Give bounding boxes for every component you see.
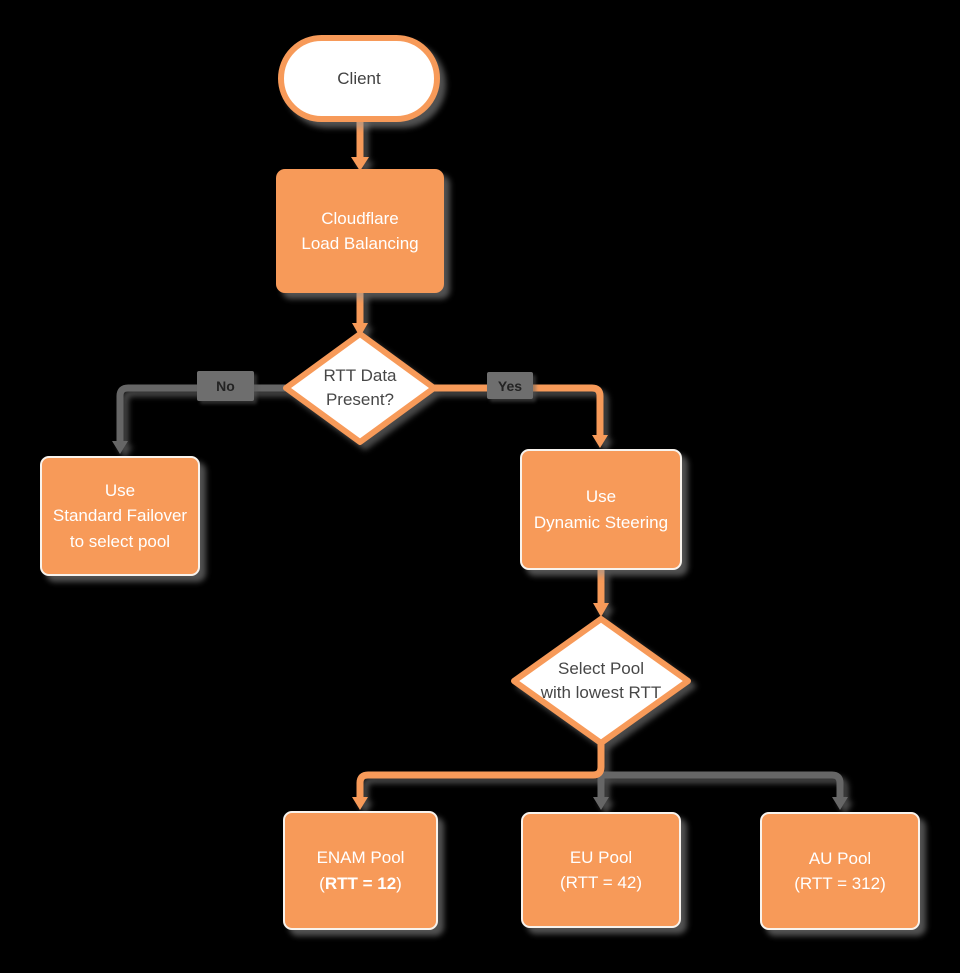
enam-rtt-open-paren: ( — [319, 873, 325, 893]
standard-failover-line1: Use — [104, 480, 136, 500]
edge-label-yes-text: Yes — [497, 377, 523, 394]
dynamic-steering-line2: Dynamic Steering — [533, 512, 669, 532]
connector-select-to-enam — [356, 742, 605, 798]
edge-label-no-text: No — [216, 378, 235, 394]
node-dynamic-steering: Use Dynamic Steering — [520, 449, 682, 570]
connector-yes-branch — [430, 384, 604, 436]
node-client: Client — [278, 35, 440, 122]
enam-rtt-close-paren: ) — [396, 873, 402, 893]
au-pool-line1: AU Pool — [808, 848, 872, 868]
edge-label-no: No — [197, 371, 254, 401]
load-balancing-line1: Cloudflare — [321, 208, 399, 228]
enam-pool-line1: ENAM Pool — [316, 848, 405, 867]
arrow-into-eu-pool-icon — [593, 797, 609, 810]
arrow-into-standard-failover-icon — [112, 441, 128, 454]
arrow-into-lb-icon — [351, 157, 369, 171]
diamond-rtt-data-present — [283, 331, 437, 445]
au-pool-line2: (RTT = 312) — [794, 874, 886, 893]
arrow-into-enam-pool-icon — [352, 797, 368, 810]
arrow-into-dynamic-steering-icon — [592, 435, 608, 448]
connector-no-branch — [116, 384, 290, 442]
node-au-pool: AU Pool (RTT = 312) — [760, 812, 920, 930]
load-balancing-line2: Load Balancing — [301, 234, 419, 253]
node-eu-pool: EU Pool (RTT = 42) — [521, 812, 681, 928]
eu-pool-line1: EU Pool — [569, 847, 633, 867]
arrow-into-select-pool-icon — [593, 603, 609, 617]
diamond-select-pool — [511, 616, 691, 746]
enam-rtt-value: RTT = 12 — [324, 873, 397, 893]
node-enam-pool: ENAM Pool (RTT = 12) — [283, 811, 438, 930]
edge-label-yes: Yes — [487, 372, 533, 399]
arrow-into-rtt-decision-icon — [352, 323, 368, 337]
dynamic-steering-line1: Use — [585, 487, 617, 506]
node-standard-failover: Use Standard Failover to select pool — [40, 456, 200, 576]
node-cloudflare-load-balancing: Cloudflare Load Balancing — [276, 169, 444, 293]
enam-pool-line2: (RTT = 12) — [319, 871, 402, 897]
arrow-into-au-pool-icon — [832, 797, 848, 810]
standard-failover-line2: Standard Failover — [52, 506, 188, 526]
connector-select-to-au — [601, 771, 844, 798]
client-label: Client — [337, 68, 381, 88]
standard-failover-line3: to select pool — [69, 531, 171, 551]
eu-pool-line2: (RTT = 42) — [559, 873, 643, 892]
